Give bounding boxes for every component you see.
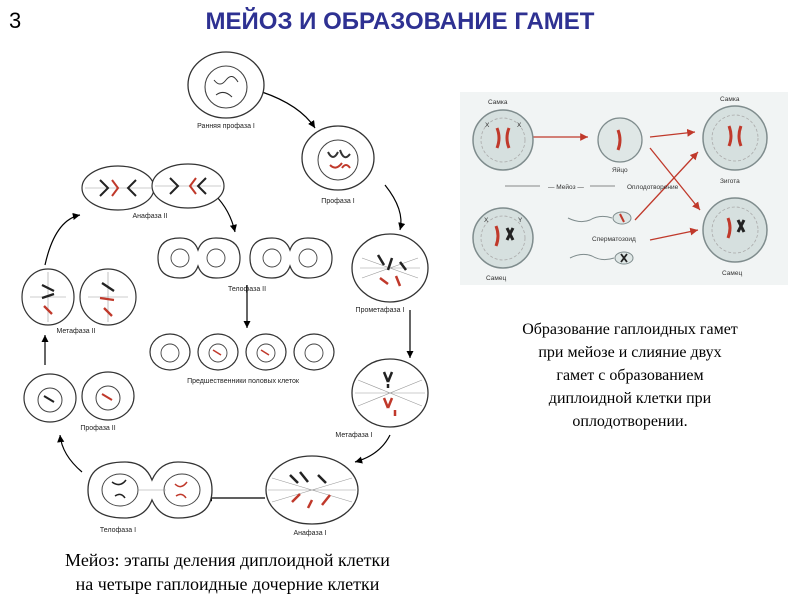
cell-prophase2-left [23, 373, 77, 423]
label-prophase1: Профаза I [321, 198, 354, 205]
cell-telophase2-right [249, 237, 333, 279]
cell-telophase1 [87, 461, 213, 519]
label-telophase1: Телофаза I [100, 527, 136, 534]
x-mark-male: X [484, 217, 489, 224]
arrow-egg-to-zygote [649, 128, 696, 138]
cell-metaphase2-left [21, 268, 75, 326]
arrow-prophase1-to-prometa [384, 184, 406, 231]
cell-metaphase1 [351, 358, 429, 428]
label-metaphase2: Метафаза II [56, 328, 95, 335]
label-male: Самец [486, 275, 506, 282]
label-male-right: Самец [722, 270, 742, 277]
label-sperm: Сперматозоид [592, 236, 636, 243]
arrow-early-to-prophase1 [261, 91, 316, 129]
fertilization-caption-line-2: при мейозе и слияние двух [538, 344, 722, 361]
precursor-cell-2 [197, 333, 239, 371]
cell-anaphase2-left [81, 165, 155, 211]
arrow-ana2-to-telo2 [214, 194, 237, 233]
arrow-meta1-to-ana1 [354, 434, 391, 464]
cell-early-prophase1 [187, 51, 265, 119]
label-metaphase1: Метафаза I [335, 432, 372, 439]
label-prophase2: Профаза II [80, 425, 115, 432]
label-female: Самка [488, 99, 508, 106]
sperm-cell-upper [567, 211, 632, 225]
fertilization-caption-line-4: диплоидной клетки при [548, 390, 712, 407]
cell-metaphase2-right [79, 268, 137, 326]
fertilization-caption-line-3: гамет с образованием [556, 367, 704, 384]
cell-anaphase1 [265, 455, 359, 525]
arrow-meta2-to-ana2 [44, 212, 81, 266]
egg-cell [597, 117, 643, 163]
label-egg: Яйцо [612, 166, 628, 174]
label-prometaphase1: Прометафаза I [356, 307, 405, 314]
meiosis-caption-line-1: Мейоз: этапы деления диплоидной клетки [65, 550, 390, 570]
y-mark-male: Y [518, 217, 523, 224]
sperm-cell-lower [569, 251, 634, 265]
cell-prophase1 [301, 125, 375, 191]
precursor-cell-3 [245, 333, 287, 371]
label-precursors: Предшественники половых клеток [187, 378, 300, 385]
label-anaphase1: Анафаза I [294, 530, 327, 537]
zygote-cell [702, 105, 768, 171]
arrow-telo1-to-prophase2 [57, 434, 83, 473]
label-zygote: Зигота [720, 178, 740, 185]
slide-number: 3 [9, 8, 22, 33]
slide-title: МЕЙОЗ И ОБРАЗОВАНИЕ ГАМЕТ [205, 8, 595, 35]
x-mark-left: X [485, 122, 490, 129]
meiosis-caption-line-2: на четыре гаплоидные дочерние клетки [75, 574, 380, 594]
x-mark-right: X [517, 122, 522, 129]
arrow-sperm-to-male-right [649, 227, 699, 241]
fertilization-caption: Образование гаплоидных гамет при мейозе … [470, 318, 790, 433]
label-female-right: Самка [720, 96, 740, 103]
label-anaphase2: Анафаза II [133, 213, 168, 220]
precursor-cell-1 [149, 333, 191, 371]
fertilization-caption-line-5: оплодотворении. [572, 413, 688, 430]
arrow-sperm-to-zygote [634, 151, 699, 221]
female-cell [472, 109, 534, 171]
label-meiosis: — Мейоз — [548, 183, 584, 191]
precursor-cell-4 [293, 333, 335, 371]
cell-prophase2-right [81, 371, 135, 421]
cell-telophase2-left [157, 237, 241, 279]
cell-prometaphase1 [351, 233, 429, 303]
fertilization-caption-line-1: Образование гаплоидных гамет [522, 321, 738, 338]
cell-anaphase2-right [151, 163, 225, 209]
label-telophase2: Телофаза II [228, 286, 266, 293]
meiosis-cycle-diagram: Ранняя профаза I Профаза I Прометафаза I… [21, 51, 429, 537]
arrow-egg-to-male-right [649, 147, 701, 211]
label-early-prophase1: Ранняя профаза I [197, 123, 255, 130]
label-fertilization: Оплодотворение [627, 184, 679, 191]
male-cell [472, 207, 534, 269]
male-right-cell [702, 197, 768, 263]
meiosis-caption: Мейоз: этапы деления диплоидной клетки н… [25, 548, 430, 596]
fertilization-diagram: Самка X X Самец X Y Яйцо — Мейоз — Оплод… [460, 92, 788, 285]
